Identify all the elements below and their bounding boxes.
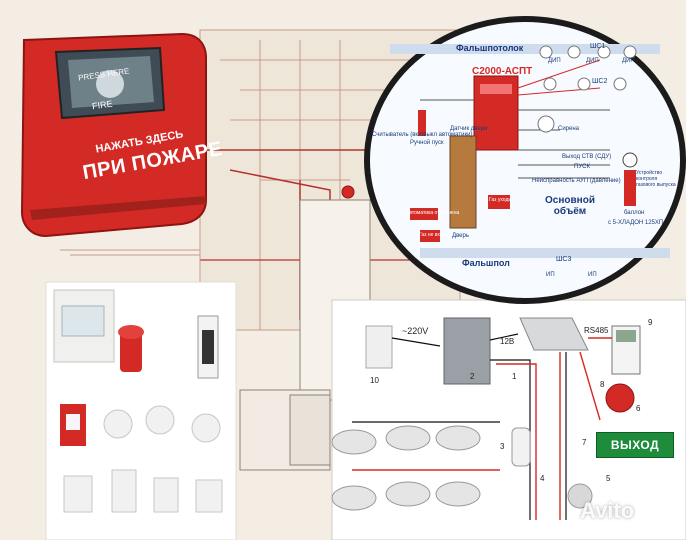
avito-watermark: Avito [580,498,635,523]
scheme-number-5: 5 [606,474,611,483]
diagram-dip-label-2: ДИП [586,58,599,64]
diagram-main-volume-label: Основной объём [545,195,595,217]
diagram-door-sensor-label: Датчик двери [450,126,488,132]
diagram-siren-label: Сирена [558,126,580,132]
scheme-number-6: 6 [636,404,641,413]
diagram-auto-off-label: Автоматика отключена [406,210,460,216]
scheme-number-1: 1 [512,372,517,381]
device-board [45,281,237,540]
scheme-number-4: 4 [540,474,545,483]
exit-sign: ВЫХОД [596,432,674,458]
scheme-number-10: 10 [370,376,379,385]
detail-circle [364,16,686,304]
scheme-number-7: 7 [582,438,587,447]
diagram-cylinder-label: баллон [624,210,645,216]
scheme-number-2: 2 [470,372,475,381]
scheme-bus-label: 12В [500,337,515,346]
diagram-cylinder-type-label: с 5-ХЛАДОН 125ХП [608,220,664,226]
diagram-ip-label-2: ИП [588,272,597,278]
diagram-zone3-label: ШС3 [556,256,572,263]
diagram-panel-label: С2000-АСПТ [472,66,533,77]
diagram-floor-label: Фальшпол [462,258,510,268]
scheme-rs485-label: RS485 [584,326,609,335]
diagram-zone2-label: ШС2 [592,78,608,85]
wiring-scheme [331,299,686,540]
diagram-door-label: Дверь [452,233,469,239]
diagram-fault-label: Неисправность АУП (давление) [532,178,621,184]
diagram-manual-start-label: Ручной пуск [410,140,444,146]
diagram-dip-label-3: ДИП [622,58,635,64]
diagram-out-label: Выход СТВ (СДУ) [562,154,612,160]
diagram-zone1-label: ШС1 [590,43,606,50]
scheme-number-8: 8 [600,380,605,389]
diagram-ceiling-label: Фальшпотолок [456,43,524,53]
scheme-number-3: 3 [500,442,505,451]
scheme-voltage-label: ~220V [402,326,429,336]
diagram-dip-label-1: ДИП [548,58,561,64]
diagram-ip-label-1: ИП [546,272,555,278]
manual-call-point [20,32,207,238]
diagram-gas-no-enter-label: Газ не входить [419,232,454,238]
diagram-reader-label: Считыватель (вкл/выкл автоматики) [372,132,473,138]
diagram-pressure-device-label: Устройство контроля газового выпуска [636,170,676,188]
scheme-number-9: 9 [648,318,653,327]
diagram-start-label: ПУСК [574,164,590,170]
diagram-gas-leave-label: Газ уходи [489,197,512,203]
